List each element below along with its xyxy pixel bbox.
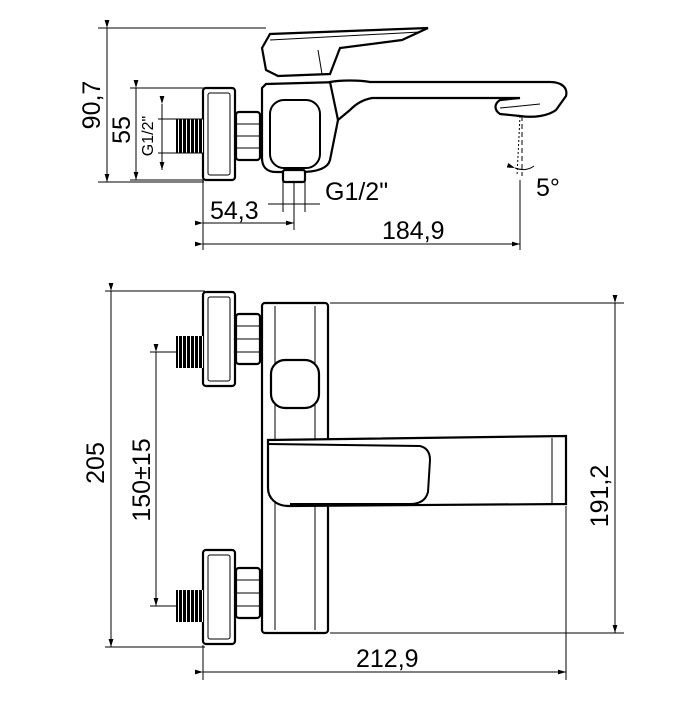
dim-side-height-body: 55 <box>108 116 136 144</box>
dim-front-height-total: 205 <box>82 442 110 484</box>
front-view: 205 150±15 191,2 212,9 <box>82 283 624 680</box>
side-view: 5° 90,7 55 G1/2" G1/2" 54,3 184,9 <box>78 20 568 250</box>
front-top-thread <box>176 336 204 368</box>
side-inlet-thread <box>176 119 204 153</box>
side-outlet-stub <box>281 168 307 184</box>
dim-outlet-thread: G1/2" <box>325 178 388 206</box>
side-lever <box>260 26 429 78</box>
dim-side-height-total: 90,7 <box>78 81 106 130</box>
dim-side-length: 184,9 <box>382 217 445 245</box>
dim-spout-angle: 5° <box>536 174 560 202</box>
front-bottom-thread <box>176 590 204 622</box>
dim-front-width-total: 212,9 <box>356 645 419 673</box>
front-lever <box>266 434 568 508</box>
dim-inlet-thread: G1/2" <box>140 116 157 156</box>
dim-front-height-spout: 191,2 <box>586 465 614 528</box>
dim-side-offset: 54,3 <box>210 197 259 225</box>
front-diverter-knob <box>269 358 321 410</box>
side-spout <box>328 79 568 123</box>
dim-front-centers: 150±15 <box>128 438 156 521</box>
